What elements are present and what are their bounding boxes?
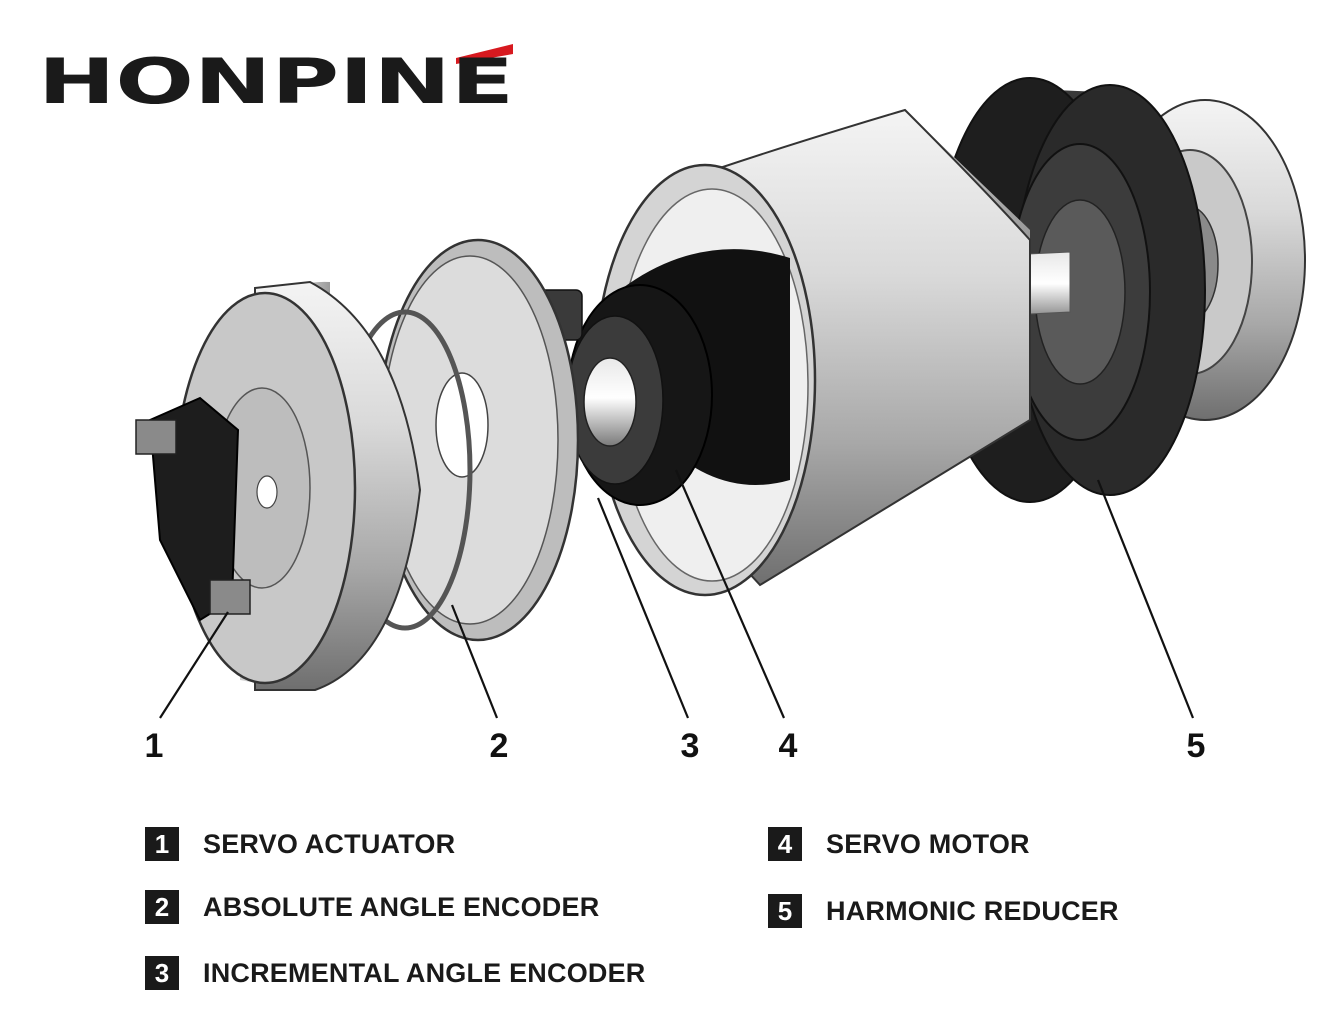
legend-item-servo-actuator: 1 SERVO ACTUATOR [145, 826, 455, 862]
legend-number-box: 2 [145, 890, 179, 924]
legend-item-absolute-angle-encoder: 2 ABSOLUTE ANGLE ENCODER [145, 889, 599, 925]
logo-accent-swoosh [456, 44, 513, 64]
callout-number-4: 4 [778, 727, 798, 765]
legend-item-incremental-angle-encoder: 3 INCREMENTAL ANGLE ENCODER [145, 955, 646, 991]
leader-lines [159, 469, 1195, 719]
honpine-logo-graphic: HONPINE [38, 44, 514, 110]
legend-label: ABSOLUTE ANGLE ENCODER [203, 891, 600, 922]
legend-number-box: 1 [145, 827, 179, 861]
legend-label: INCREMENTAL ANGLE ENCODER [203, 957, 646, 988]
harmonic-reducer-part [933, 77, 1306, 503]
leader-line-1 [159, 611, 229, 719]
legend-number-box: 5 [768, 894, 802, 928]
servo-actuator-part [135, 280, 422, 691]
legend-item-harmonic-reducer: 5 HARMONIC REDUCER [768, 893, 1119, 929]
callout-number-3: 3 [680, 727, 700, 765]
callout-number-1: 1 [144, 727, 164, 765]
legend-number-box: 3 [145, 956, 179, 990]
leader-line-4 [674, 469, 786, 719]
legend-label: SERVO MOTOR [826, 828, 1030, 859]
legend-label: HARMONIC REDUCER [826, 895, 1119, 926]
brand-logo: HONPINE [38, 40, 518, 110]
logo-wordmark: HONPINE [38, 45, 514, 110]
legend-number-box: 4 [768, 827, 802, 861]
legend-item-servo-motor: 4 SERVO MOTOR [768, 826, 1030, 862]
callout-number-5: 5 [1186, 727, 1206, 765]
leader-line-5 [1096, 479, 1195, 719]
leader-line-3 [596, 497, 690, 719]
leader-line-2 [450, 604, 499, 719]
absolute-encoder-part [337, 238, 580, 642]
legend-label: SERVO ACTUATOR [203, 828, 456, 859]
callout-number-2: 2 [489, 727, 509, 765]
